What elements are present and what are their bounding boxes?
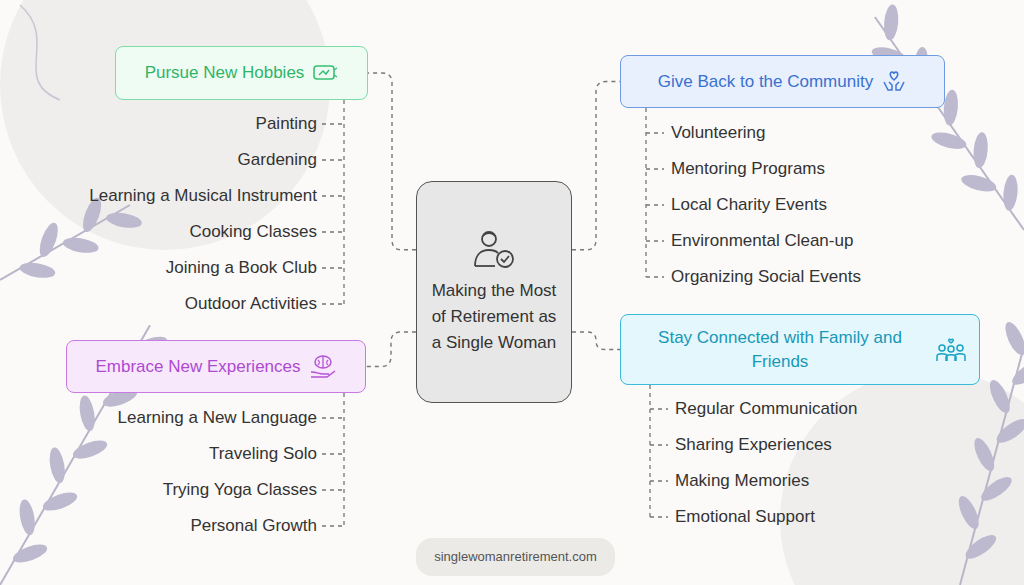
branch-title: Embrace New Experiences: [95, 355, 300, 379]
branch-box: Embrace New Experiences: [66, 340, 366, 393]
list-item: Trying Yoga Classes: [160, 479, 320, 501]
list-item: Emotional Support: [672, 506, 818, 528]
list-item: Cooking Classes: [186, 221, 320, 243]
central-title: Making the Most of Retirement as a Singl…: [425, 278, 563, 356]
website-url: singlewomanretirement.com: [434, 545, 597, 569]
list-item: Mentoring Programs: [668, 158, 828, 180]
central-topic-box: Making the Most of Retirement as a Singl…: [416, 181, 572, 403]
list-item: Traveling Solo: [206, 443, 320, 465]
branch-box: Pursue New Hobbies: [115, 46, 368, 100]
list-item: Learning a Musical Instrument: [86, 185, 320, 207]
list-item: Local Charity Events: [668, 194, 830, 216]
hands-heart-icon: [881, 69, 907, 95]
branch-title: Pursue New Hobbies: [145, 61, 305, 85]
background-circle: [0, 0, 330, 250]
list-item: Making Memories: [672, 470, 812, 492]
list-item: Painting: [253, 113, 320, 135]
list-item: Organizing Social Events: [668, 266, 864, 288]
branch-title: Stay Connected with Family and Friends: [633, 326, 927, 374]
list-brackets: [322, 100, 668, 526]
branch-box: Stay Connected with Family and Friends: [620, 314, 980, 385]
people-icon: [935, 337, 967, 363]
dashed-connector: [366, 332, 416, 367]
branch-box: Give Back to the Community: [620, 55, 945, 108]
list-item: Environmental Clean-up: [668, 230, 856, 252]
list-item: Sharing Experiences: [672, 434, 835, 456]
hobby-icon: [312, 63, 338, 83]
list-item: Regular Communication: [672, 398, 860, 420]
dashed-connector: [572, 82, 620, 250]
list-item: Personal Growth: [187, 515, 320, 537]
list-item: Outdoor Activities: [182, 293, 320, 315]
dashed-connector: [572, 332, 620, 350]
brain-hand-icon: [309, 354, 337, 380]
list-item: Gardening: [235, 149, 320, 171]
list-item: Volunteering: [668, 122, 769, 144]
footer-pill: singlewomanretirement.com: [416, 538, 615, 576]
list-item: Joining a Book Club: [163, 257, 320, 279]
dashed-connector: [368, 73, 416, 250]
list-item: Learning a New Language: [115, 407, 320, 429]
branch-title: Give Back to the Community: [658, 70, 873, 94]
swirl-line: [20, 5, 60, 100]
person-check-icon: [469, 228, 519, 270]
leaf-sprigs: [0, 4, 1024, 585]
